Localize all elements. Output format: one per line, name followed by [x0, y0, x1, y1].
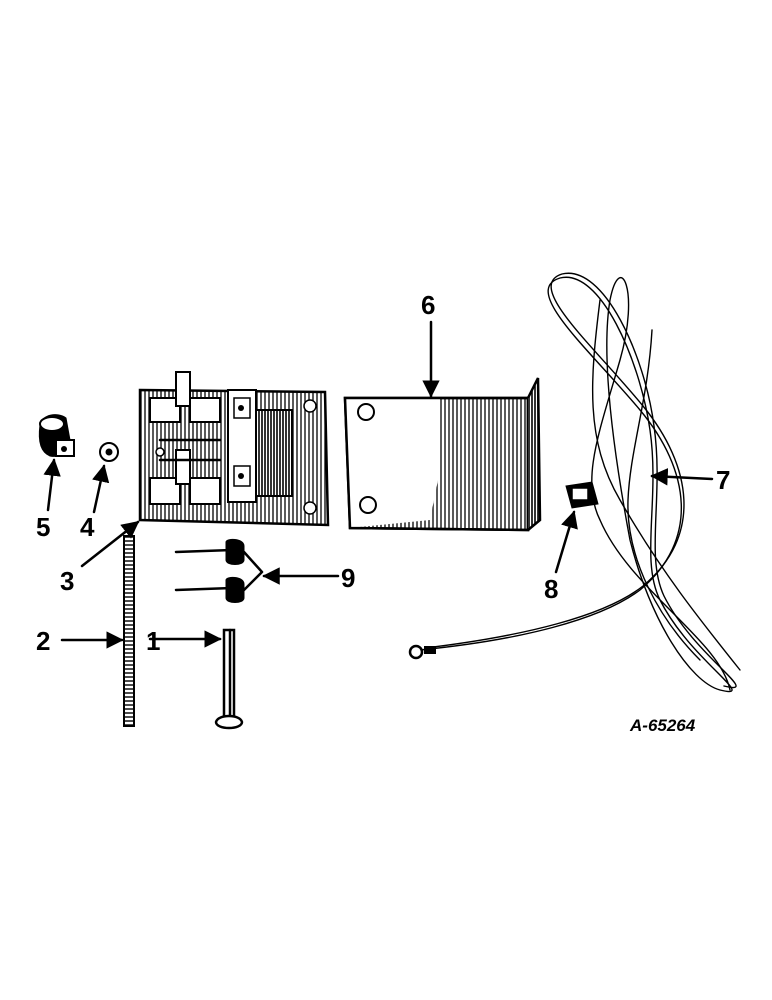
- torsion-spring-part: [174, 538, 264, 603]
- callout-3: 3: [60, 566, 74, 596]
- leader-5: [43, 458, 61, 512]
- callout-2: 2: [36, 626, 50, 656]
- callout-6: 6: [421, 290, 435, 320]
- washer-part: [99, 442, 119, 462]
- leader-4: [92, 464, 110, 514]
- threaded-rod-part: [123, 535, 135, 727]
- callout-7: 7: [716, 465, 730, 495]
- pin-part: [214, 628, 244, 730]
- leader-8: [554, 510, 578, 574]
- callout-9: 9: [341, 563, 355, 593]
- callout-1: 1: [146, 626, 160, 656]
- callout-4: 4: [80, 512, 95, 542]
- angle-bracket-part: [343, 377, 542, 532]
- callout-5: 5: [36, 512, 50, 542]
- leader-3: [80, 520, 140, 568]
- leader-7: [650, 468, 714, 486]
- cable-part: [408, 272, 741, 693]
- leader-lines: [43, 320, 714, 649]
- clamp-part: [38, 414, 75, 457]
- callout-8: 8: [544, 574, 558, 604]
- figure-id: A-65264: [629, 716, 696, 735]
- clip-nut-part: [565, 481, 599, 509]
- hinge-plate-part: [138, 371, 330, 527]
